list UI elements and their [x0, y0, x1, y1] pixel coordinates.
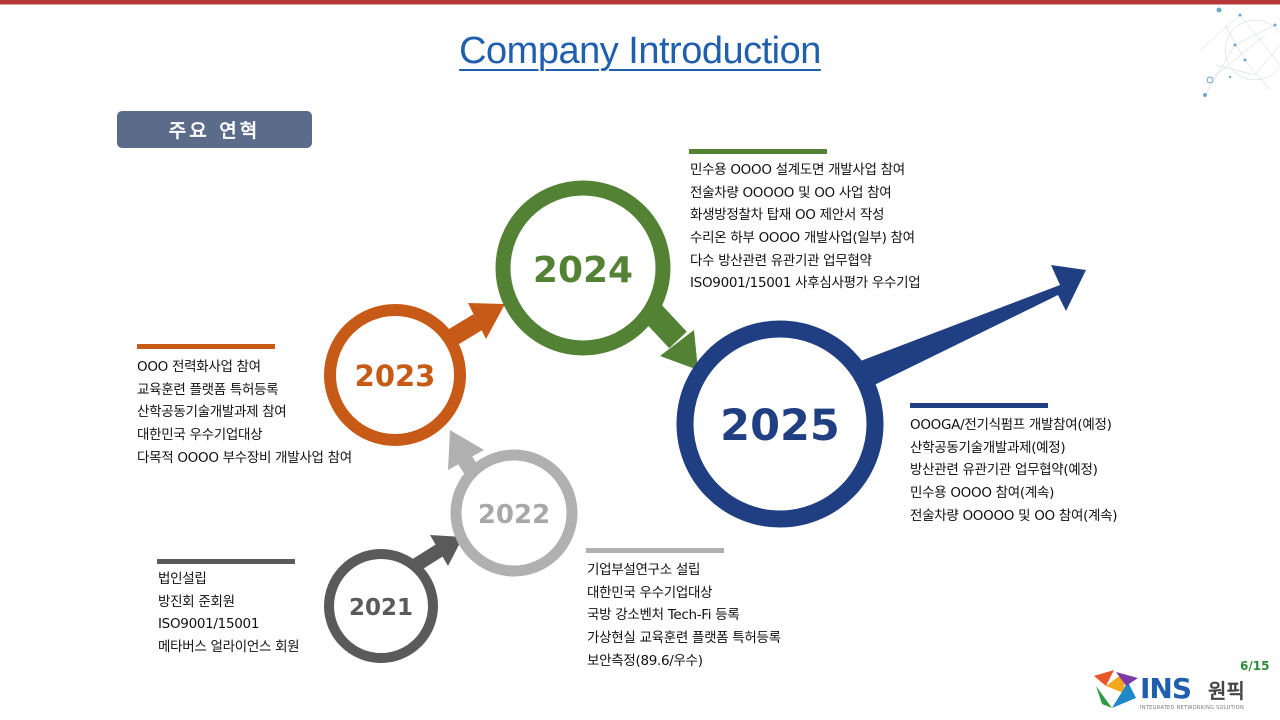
milestones-2021: 법인설립 방진회 준회원 ISO9001/15001 메타버스 얼라이언스 회원 [158, 568, 300, 659]
year-label-2023: 2023 [355, 359, 436, 393]
list-item: 다목적 OOOO 부수장비 개발사업 참여 [137, 449, 352, 466]
year-label-2021: 2021 [349, 595, 413, 621]
page-number: 6/15 [1240, 659, 1270, 673]
accent-bar-2025 [910, 403, 1048, 408]
logo-mark-icon [1094, 670, 1138, 708]
list-item: ISO9001/15001 사후심사평가 우수기업 [690, 275, 921, 292]
accent-bar-2023 [137, 344, 275, 349]
network-decoration [1199, 7, 1280, 97]
circle-2024 [495, 180, 671, 356]
list-item: OOOGA/전기식펌프 개발참여(예정) [910, 417, 1112, 433]
arrow-2024-to-2025 [641, 301, 698, 370]
list-item: 국방 강소벤처 Tech-Fi 등록 [587, 607, 740, 624]
section-badge: 주요 연혁 [117, 111, 312, 148]
year-label-2025: 2025 [720, 401, 840, 451]
list-item: 대한민국 우수기업대상 [587, 584, 713, 601]
company-logo: INS 원픽 INTEGRATED NETWORKING SOLUTION [1094, 670, 1245, 711]
circle-2023 [324, 304, 466, 446]
logo-brand: INS [1140, 672, 1191, 705]
milestones-2023: OOO 전력화사업 참여 교육훈련 플랫폼 특허등록 산학공동기술개발과제 참여… [137, 356, 352, 469]
milestones-2022: 기업부설연구소 설립 대한민국 우수기업대상 국방 강소벤처 Tech-Fi 등… [587, 559, 781, 672]
list-item: 방산관련 유관기관 업무협약(예정) [910, 462, 1098, 479]
logo-korean: 원픽 [1208, 679, 1245, 703]
circle-2021 [324, 549, 438, 663]
page-title: Company Introduction [459, 30, 821, 72]
accent-bar-2022 [586, 548, 724, 553]
list-item: 산학공동기술개발과제 참여 [137, 404, 287, 421]
accent-bar-2021 [157, 559, 295, 564]
milestones-2025: OOOGA/전기식펌프 개발참여(예정) 산학공동기술개발과제(예정) 방산관련… [910, 414, 1118, 527]
year-label-2024: 2024 [533, 250, 633, 291]
list-item: 방진회 준회원 [158, 593, 235, 610]
list-item: 민수용 OOOO 설계도면 개발사업 참여 [690, 162, 905, 178]
list-item: 메타버스 얼라이언스 회원 [158, 639, 300, 656]
arrow-2025-growth [850, 265, 1086, 392]
list-item: OOO 전력화사업 참여 [137, 359, 261, 375]
accent-bar-2024 [689, 149, 827, 154]
circle-2025 [676, 320, 884, 528]
list-item: 기업부설연구소 설립 [587, 562, 701, 578]
logo-tagline: INTEGRATED NETWORKING SOLUTION [1140, 705, 1244, 711]
list-item: ISO9001/15001 [158, 616, 260, 633]
milestones-2024: 민수용 OOOO 설계도면 개발사업 참여 전술차량 OOOOO 및 OO 사업… [690, 159, 921, 295]
list-item: 가상현실 교육훈련 플랫폼 특허등록 [587, 630, 781, 647]
list-item: 화생방정찰차 탑재 OO 제안서 작성 [690, 207, 885, 224]
list-item: 다수 방산관련 유관기관 업무협약 [690, 252, 872, 269]
circle-2022 [450, 449, 578, 577]
list-item: 산학공동기술개발과제(예정) [910, 439, 1066, 456]
list-item: 전술차량 OOOOO 및 OO 참여(계속) [910, 507, 1118, 524]
top-accent-line [0, 4, 1280, 5]
list-item: 대한민국 우수기업대상 [137, 427, 263, 444]
year-label-2022: 2022 [478, 500, 550, 530]
list-item: 수리온 하부 OOOO 개발사업(일부) 참여 [690, 230, 915, 247]
list-item: 교육훈련 플랫폼 특허등록 [137, 381, 279, 398]
top-accent-bar [0, 0, 1280, 4]
list-item: 법인설립 [158, 571, 207, 587]
list-item: 보안측정(89.6/우수) [587, 652, 703, 669]
list-item: 민수용 OOOO 참여(계속) [910, 485, 1055, 502]
list-item: 전술차량 OOOOO 및 OO 사업 참여 [690, 184, 892, 201]
